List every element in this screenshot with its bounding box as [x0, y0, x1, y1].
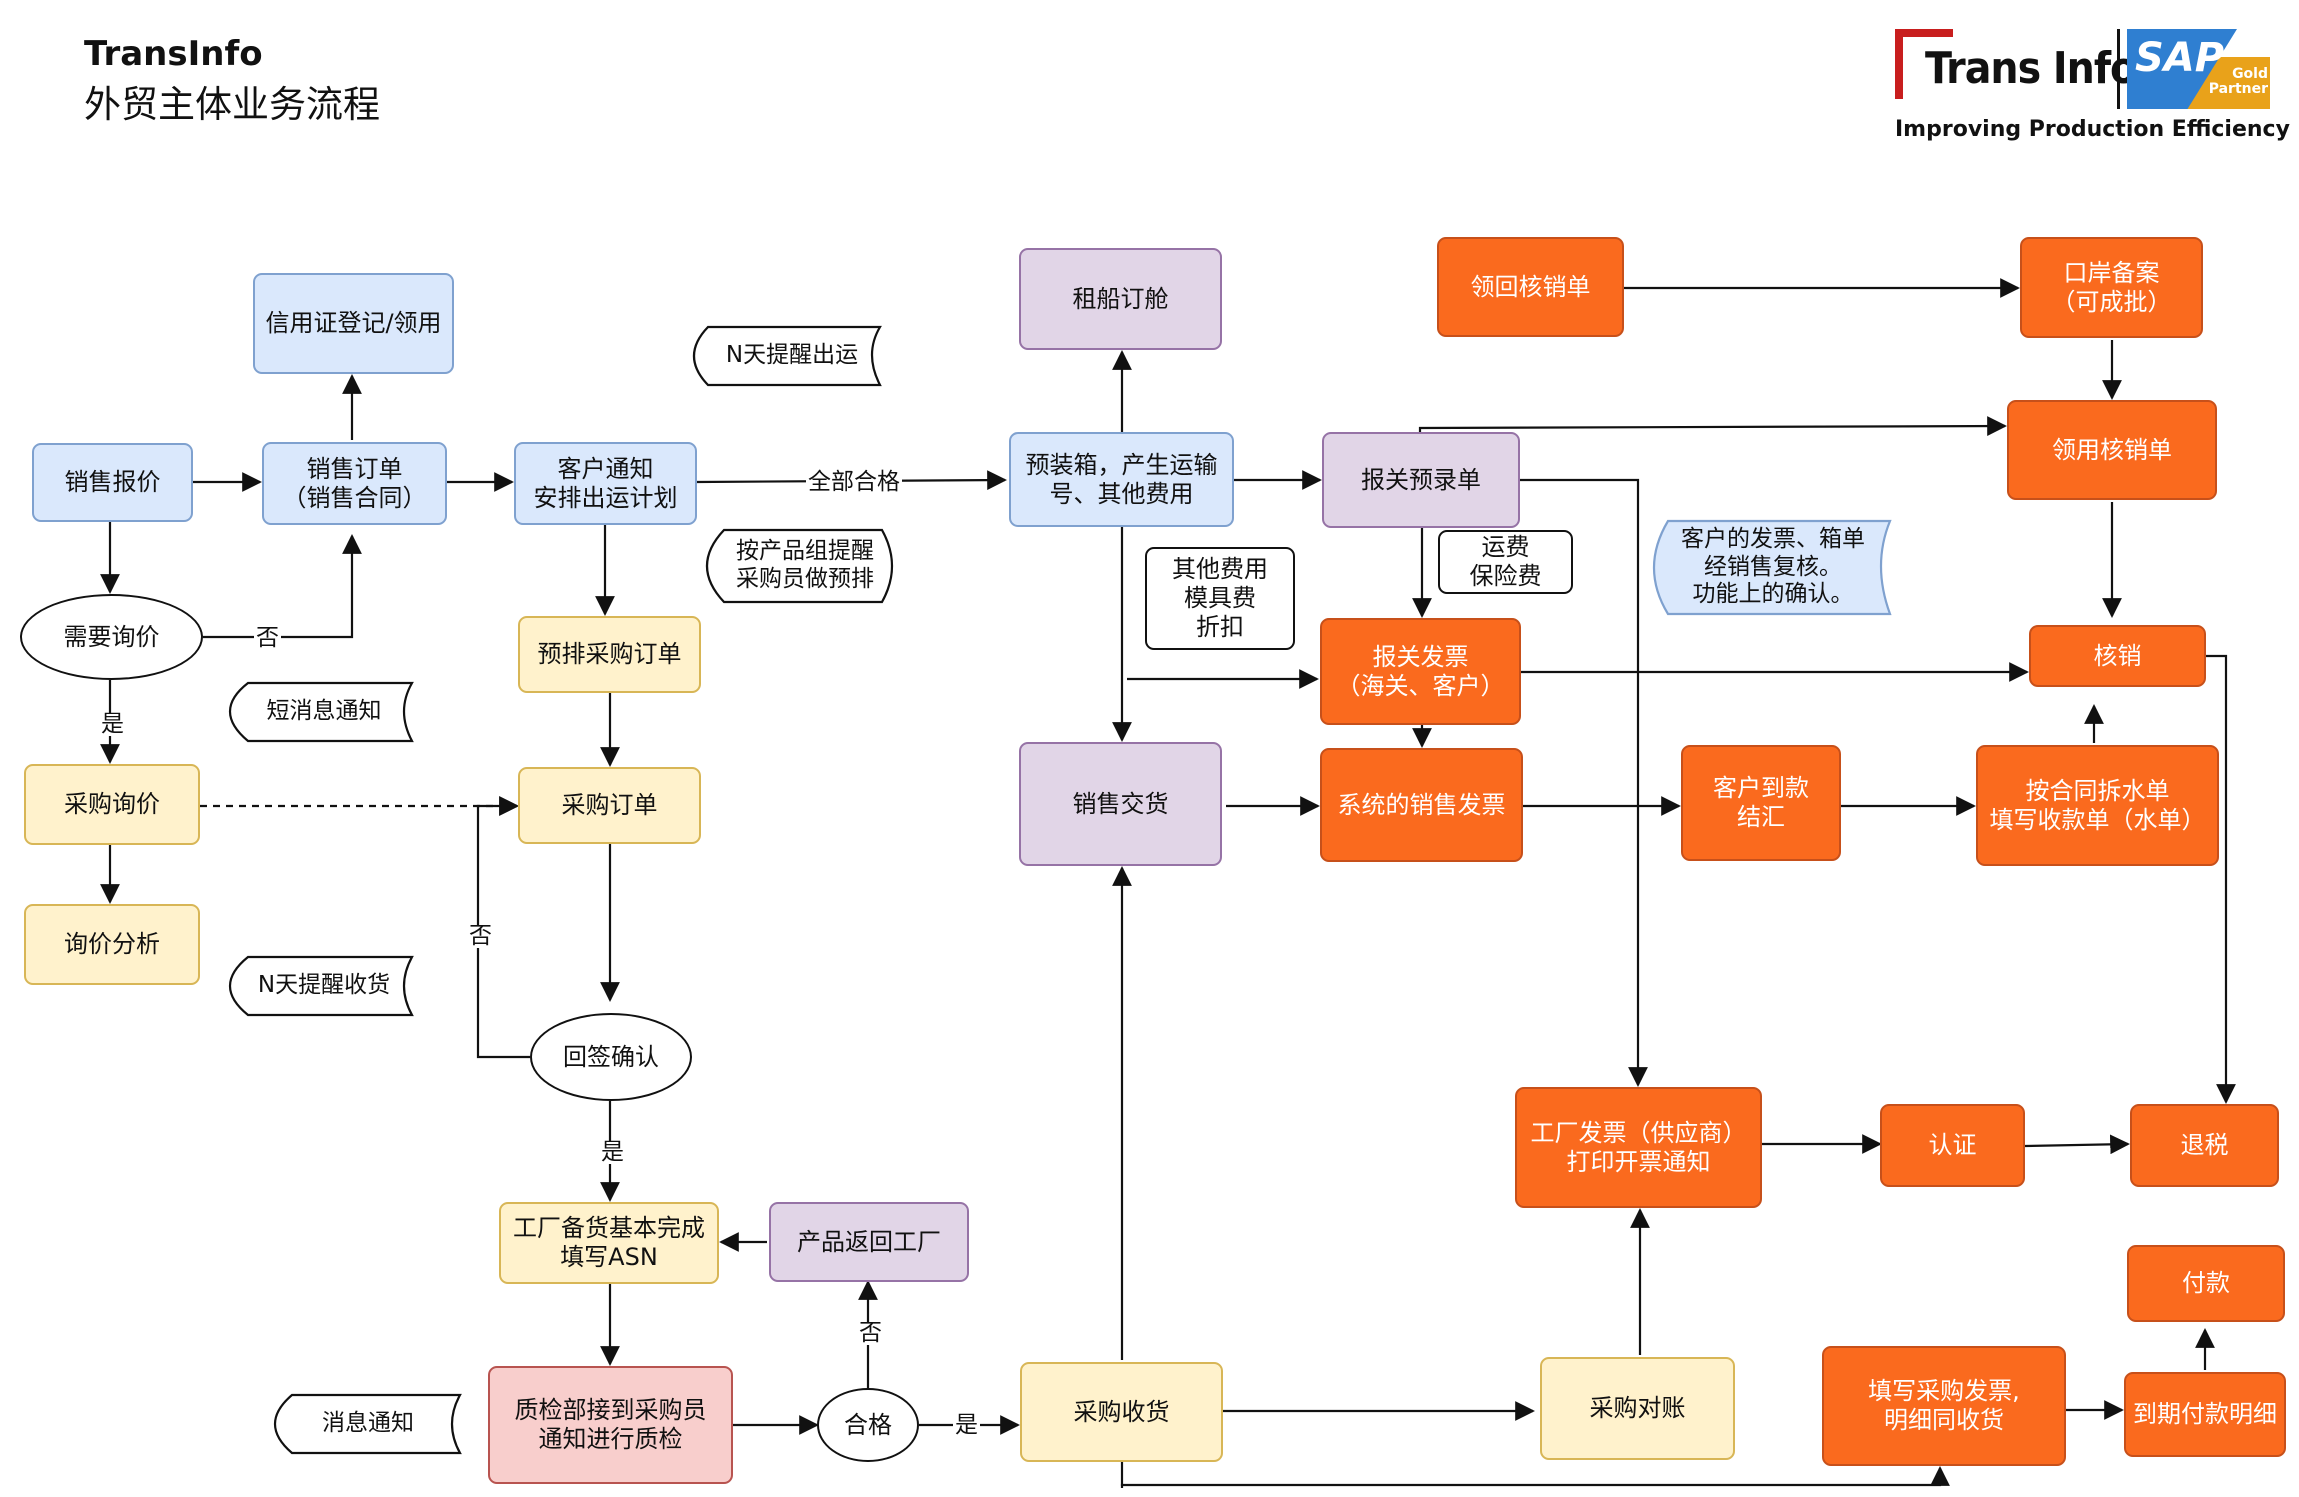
- callout-shape-xiaoxi: [274, 1393, 462, 1455]
- node-huiqian-queren: 回签确认: [530, 1013, 692, 1101]
- callout-shape-n-chuyun: [693, 325, 882, 387]
- logo-trans-text: Trans Info: [1925, 43, 2137, 94]
- node-xunjia-fenxi: 询价分析: [24, 904, 200, 985]
- node-baoguan-fapiao: 报关发票 （海关、客户）: [1320, 618, 1521, 725]
- logo-slogan: Improving Production Efficiency: [1895, 117, 2290, 142]
- node-xitong-fapiao: 系统的销售发票: [1320, 748, 1523, 862]
- edge-label-fou: 否: [467, 923, 494, 949]
- callout-n-shouhuo: N天提醒收货: [257, 972, 391, 999]
- node-zuchuan: 租船订舱: [1019, 248, 1222, 350]
- gold-partner-text: Gold Partner: [2208, 66, 2268, 97]
- sap-text: SAP: [2135, 35, 2225, 81]
- edge-label-quanbu-hege: 全部合格: [806, 469, 902, 495]
- node-baoguan-yulu: 报关预录单: [1322, 432, 1520, 528]
- transinfo-sap-logo: Trans Info SAP Gold Partner Improving Pr…: [1895, 25, 2290, 150]
- edge-label-fou: 否: [857, 1320, 884, 1346]
- node-renzheng: 认证: [1880, 1104, 2025, 1187]
- node-kehu-tongzhi: 客户通知 安排出运计划: [514, 442, 697, 525]
- logo-t-mark: [1895, 29, 1953, 99]
- node-tuishui: 退税: [2130, 1104, 2279, 1187]
- node-xiaoshou-baojia: 销售报价: [32, 443, 193, 522]
- node-chanpin-fanhui: 产品返回工厂: [769, 1202, 969, 1282]
- edge-label-shi: 是: [99, 711, 126, 737]
- node-zhijian: 质检部接到采购员 通知进行质检: [488, 1366, 733, 1484]
- node-xiaoshou-jiaohuo: 销售交货: [1019, 742, 1222, 866]
- node-caigou-xunjia: 采购询价: [24, 764, 200, 845]
- node-fukuan: 付款: [2127, 1245, 2285, 1322]
- node-yuzhuangxiang: 预装箱，产生运输 号、其他费用: [1009, 432, 1234, 527]
- node-chai-shuidan: 按合同拆水单 填写收款单（水单）: [1976, 745, 2219, 866]
- callout-kehu-fapiao: 客户的发票、箱单 经销售复核。 功能上的确认。: [1681, 526, 1865, 608]
- callout-anchanpin: 按产品组提醒 采购员做预排: [736, 538, 874, 592]
- callout-duanxiaoxi: 短消息通知: [266, 698, 382, 725]
- node-xuyao-xunjia: 需要询价: [20, 594, 203, 680]
- logo-separator: [2117, 29, 2120, 109]
- callout-shape-duanxiaoxi: [229, 681, 414, 743]
- edge-label-fou: 否: [254, 625, 281, 651]
- node-tianxie-caigou: 填写采购发票, 明细同收货: [1822, 1346, 2066, 1466]
- node-daoqi-fukuan: 到期付款明细: [2124, 1372, 2286, 1457]
- node-lingyong-hexiao: 领用核销单: [2007, 400, 2217, 500]
- edge-label-shi: 是: [953, 1412, 980, 1438]
- callout-shape-anchanpin: [705, 528, 893, 604]
- node-gongchang-beihuo: 工厂备货基本完成 填写ASN: [499, 1202, 719, 1284]
- page-title: 外贸主体业务流程: [84, 83, 380, 126]
- node-hexiao: 核销: [2029, 625, 2206, 687]
- node-qita-feiyong: 其他费用 模具费 折扣: [1145, 547, 1295, 650]
- node-yupai-caigou: 预排采购订单: [518, 616, 701, 693]
- node-gongchang-fapiao: 工厂发票（供应商） 打印开票通知: [1515, 1087, 1762, 1208]
- edge-label-shi: 是: [599, 1139, 626, 1165]
- callout-n-chuyun: N天提醒出运: [725, 342, 859, 369]
- header-brand: TransInfo: [84, 34, 263, 74]
- node-hege: 合格: [817, 1388, 919, 1462]
- node-caigou-duizhang: 采购对账: [1540, 1357, 1735, 1460]
- node-kouan-beian: 口岸备案 （可成批）: [2020, 237, 2203, 338]
- node-caigou-dingdan: 采购订单: [518, 767, 701, 844]
- node-xinyongzheng: 信用证登记/领用: [253, 273, 454, 374]
- node-yunfei: 运费 保险费: [1438, 530, 1573, 594]
- node-xiaoshou-dingdan: 销售订单 （销售合同）: [262, 442, 447, 525]
- callout-shape-kehu-fapiao: [1653, 519, 1892, 616]
- callout-shape-n-shouhuo: [229, 955, 414, 1017]
- node-kehu-daokuan: 客户到款 结汇: [1681, 745, 1841, 861]
- callout-xiaoxi: 消息通知: [322, 1410, 414, 1437]
- node-caigou-shouhuo: 采购收货: [1020, 1362, 1223, 1462]
- sap-gold-partner-badge: SAP Gold Partner: [2127, 29, 2272, 109]
- node-linghui-hexiao: 领回核销单: [1437, 237, 1624, 337]
